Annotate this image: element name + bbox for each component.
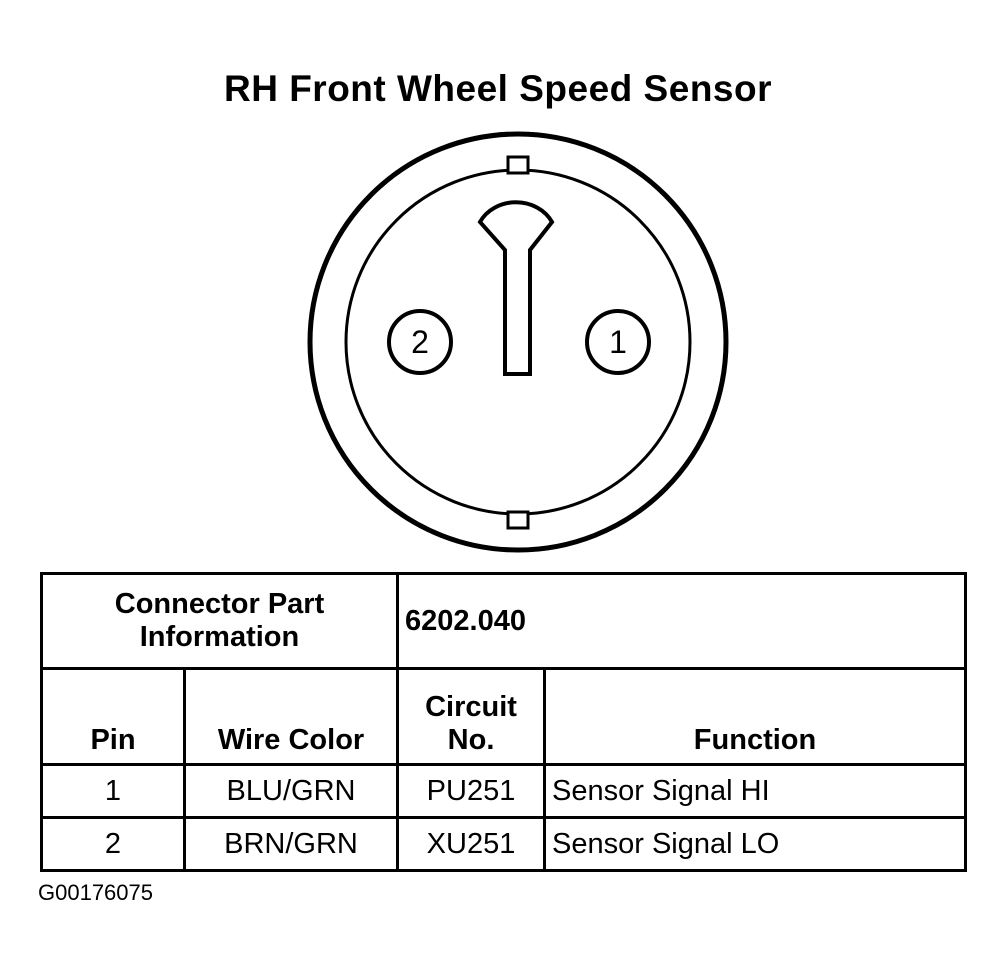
row-1-function: Sensor Signal HI <box>543 763 968 819</box>
row-1-circuit: PU251 <box>396 763 547 819</box>
part-number: 6202.040 <box>396 572 968 670</box>
header-row: Pin Wire Color Circuit No. Function <box>40 667 968 766</box>
header-wire-color: Wire Color <box>182 667 400 766</box>
connector-face-diagram: 2 1 <box>307 131 729 553</box>
row-1-pin: 1 <box>40 763 186 819</box>
header-circuit-line2: No. <box>447 724 495 756</box>
row-2-pin: 2 <box>40 816 186 872</box>
row-2-function: Sensor Signal LO <box>543 816 968 872</box>
connector-outer-shell <box>307 131 729 553</box>
pin-1-marker: 1 <box>585 309 651 375</box>
part-info-label-line1: Connector Part <box>114 588 325 620</box>
header-circuit-line1: Circuit <box>425 691 517 723</box>
diagram-title: RH Front Wheel Speed Sensor <box>223 68 772 109</box>
table-row: 1 BLU/GRN PU251 Sensor Signal HI <box>40 763 968 819</box>
row-2-wire-color: BRN/GRN <box>182 816 400 872</box>
connector-top-tab <box>506 155 530 175</box>
header-function: Function <box>543 667 968 766</box>
row-2-circuit: XU251 <box>396 816 547 872</box>
header-circuit: Circuit No. <box>396 667 547 766</box>
connector-bottom-tab <box>506 510 530 530</box>
part-info-label: Connector Part Information <box>39 572 400 670</box>
part-info-label-line2: Information <box>139 621 300 653</box>
table-row: 2 BRN/GRN XU251 Sensor Signal LO <box>40 816 968 872</box>
pin-1-label: 1 <box>609 324 627 360</box>
row-1-wire-color: BLU/GRN <box>182 763 400 819</box>
pin-2-marker: 2 <box>387 309 453 375</box>
connector-table: Connector Part Information 6202.040 Pin … <box>39 572 968 872</box>
part-info-row: Connector Part Information 6202.040 <box>39 572 968 670</box>
connector-keyway <box>477 200 555 376</box>
pin-2-label: 2 <box>411 324 429 360</box>
header-pin: Pin <box>40 667 186 766</box>
figure-code: G00176075 <box>38 880 153 905</box>
